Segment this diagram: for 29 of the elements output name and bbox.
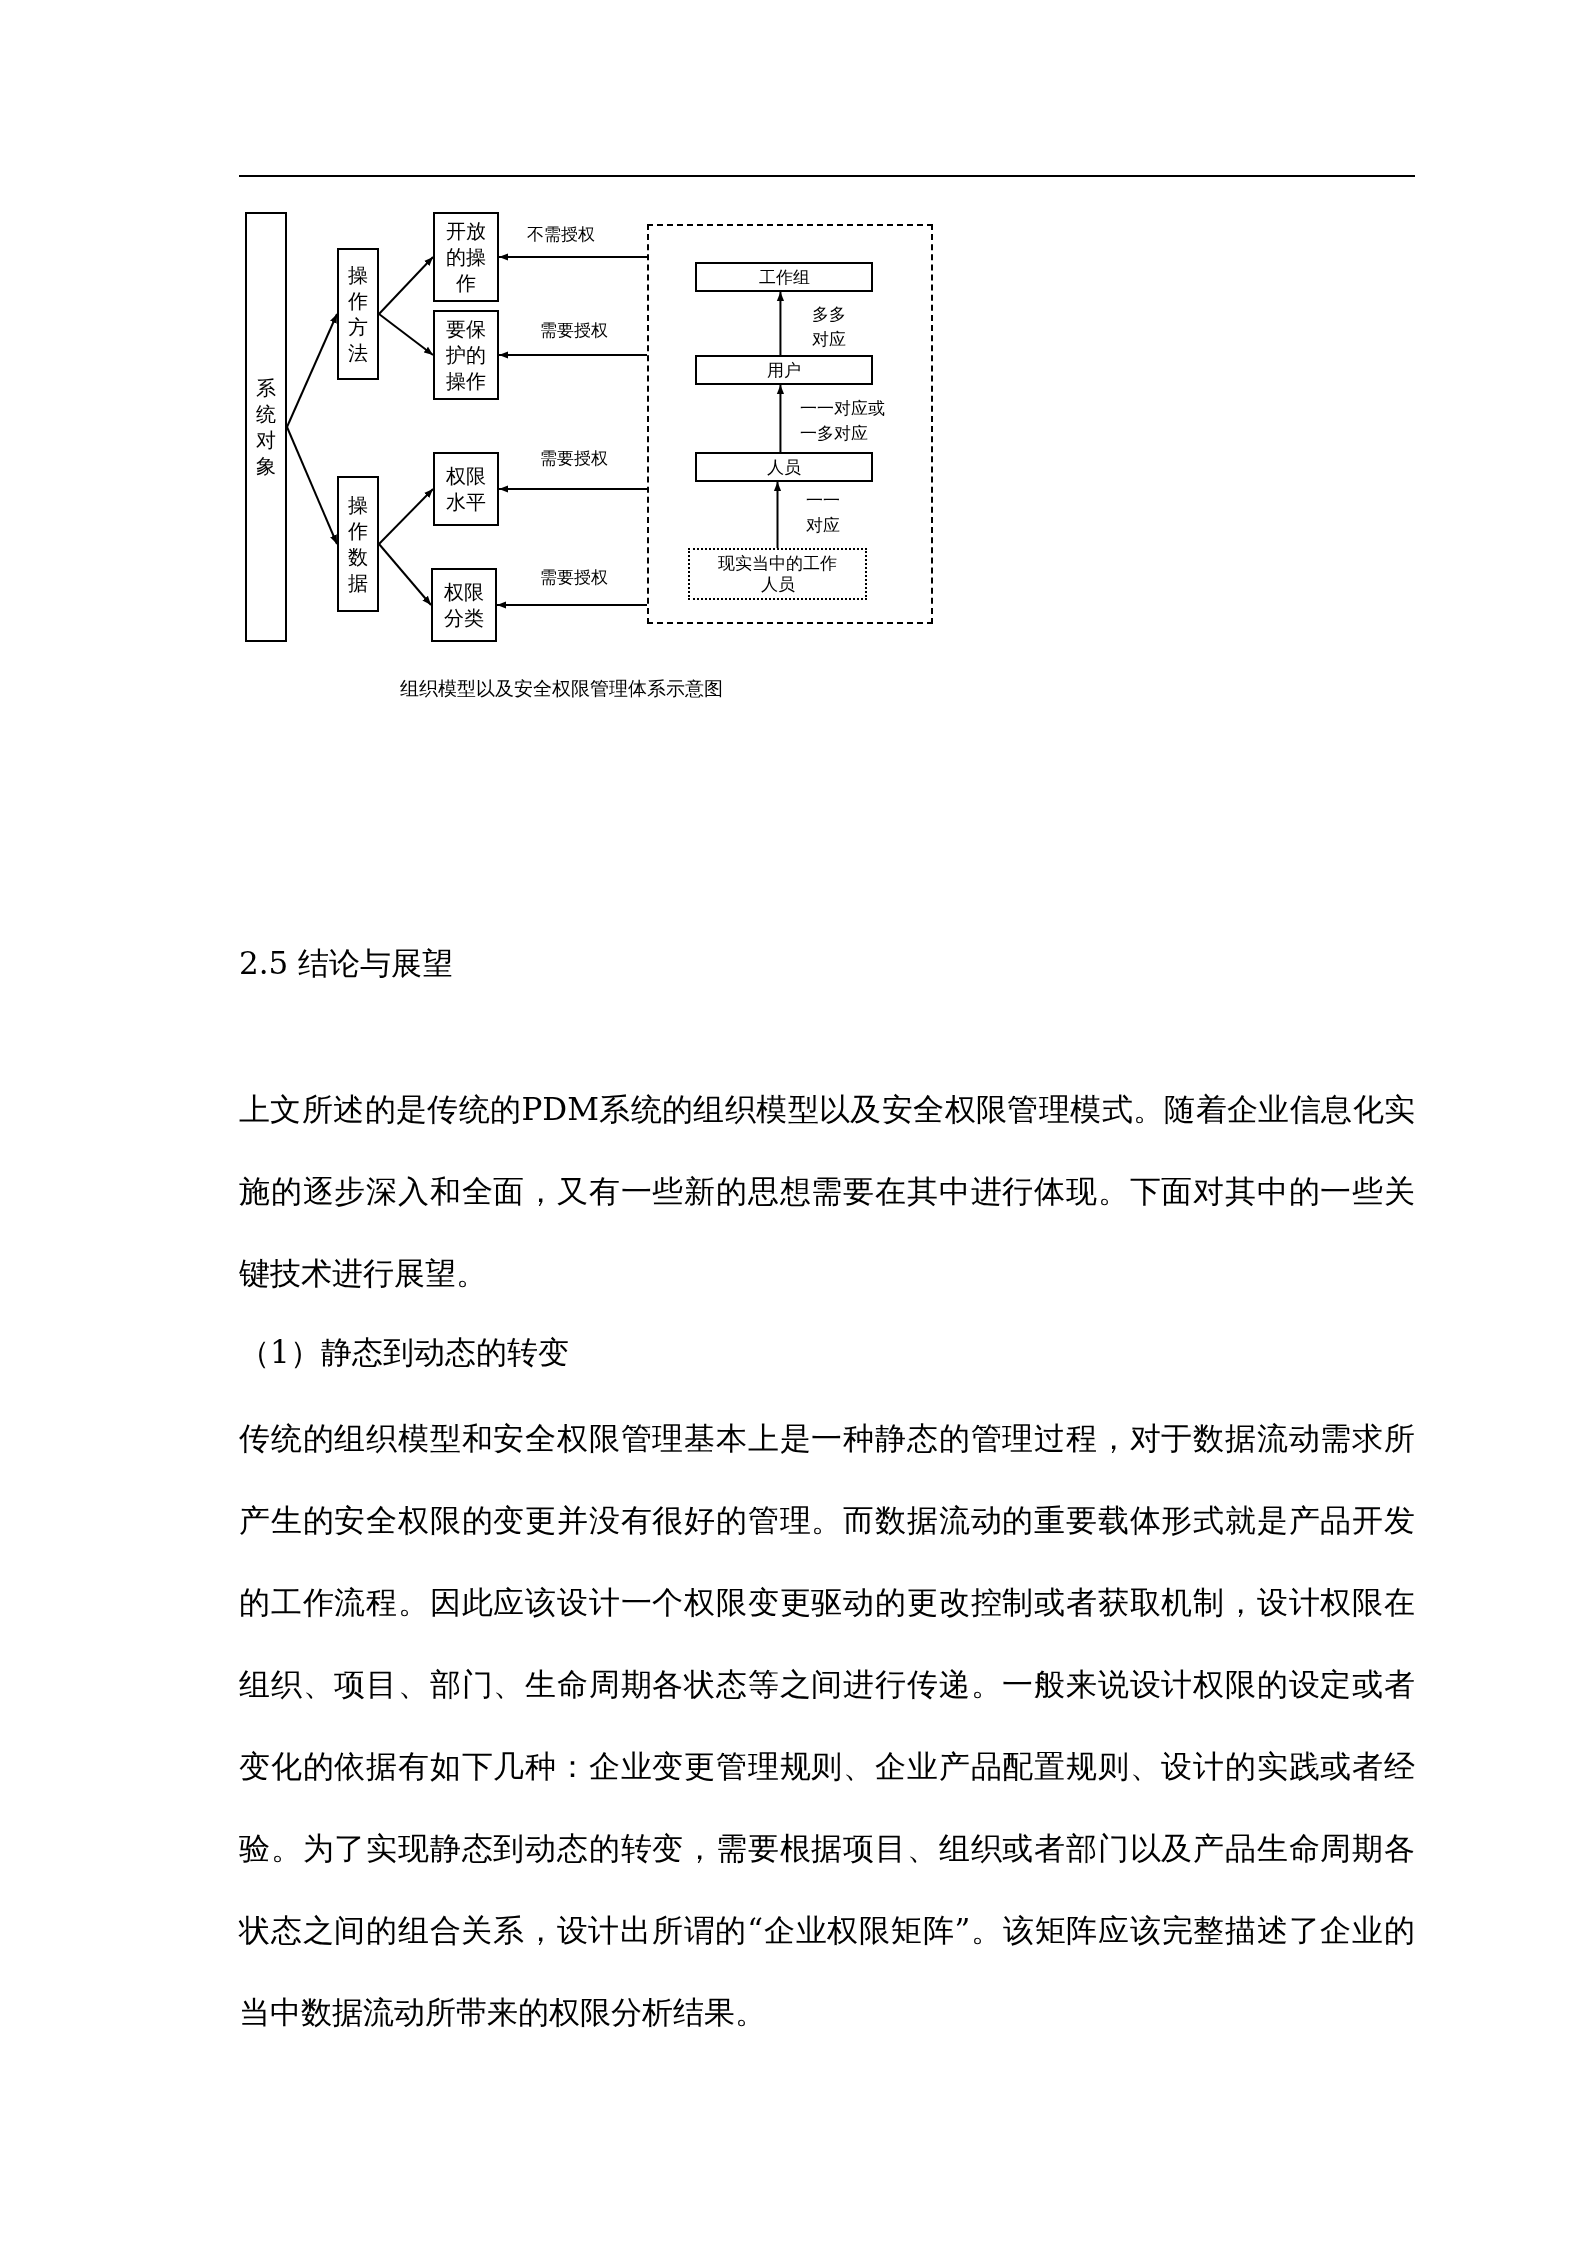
process-box: 人员 (695, 452, 873, 482)
process-box: 权限分类 (431, 568, 497, 642)
arrow (378, 256, 434, 315)
arrow (496, 601, 648, 609)
body-paragraph: 传统的组织模型和安全权限管理基本上是一种静态的管理过程，对于数据流动需求所产生的安全权限的变更并没有很好的管理。而数据流动的重要载体形式就是产品开发的工作流程。因此应该设计一个权限变更驱动的更改控制或者获取机制，设计权限在组织、项目、部门、生命周期各状态等之间进行传递。一般来说设计权限的设定或者变化的依据有如下几种：企业变更管理规则、企业产品配置规则、设计的实践或者经验。为了实现静态到动态的转变，需要根据项目、组织或者部门以及产品生命周期各状态之间的组合关系，设计出所谓的“企业权限矩阵”。该矩阵应该完整描述了企业的当中数据流动所带来的权限分析结果。 (239, 1419, 1415, 2032)
process-box: 要保护的操作 (433, 310, 499, 400)
arrow (378, 313, 434, 356)
arrow (498, 485, 648, 493)
arrow (776, 384, 785, 453)
section-heading: 2.5 结论与展望 (239, 945, 454, 983)
process-box: 开放的操作 (433, 212, 499, 302)
arrow (498, 351, 648, 359)
figure-caption: 组织模型以及安全权限管理体系示意图 (400, 676, 723, 701)
process-box: 系统对象 (245, 212, 287, 642)
arrow (286, 313, 338, 428)
arrow (286, 426, 338, 545)
process-box: 工作组 (695, 262, 873, 292)
process-box: 操作数据 (337, 476, 379, 612)
process-box: 操作方法 (337, 248, 379, 380)
arrow (776, 291, 785, 356)
subsection-heading: （1）静态到动态的转变 (239, 1334, 569, 1372)
process-box: 权限水平 (433, 452, 499, 526)
arrow (773, 481, 782, 549)
body-paragraph: 上文所述的是传统的PDM系统的组织模型以及安全权限管理模式。随着企业信息化实施的逐步深入和全面，又有一些新的思想需要在其中进行体现。下面对其中的一些关键技术进行展望。 (239, 1090, 1415, 1293)
arrow (498, 253, 648, 261)
arrow (378, 488, 434, 545)
arrow (378, 543, 432, 606)
process-box: 用户 (695, 355, 873, 385)
dotted-box: 现实当中的工作人员 (688, 548, 867, 600)
